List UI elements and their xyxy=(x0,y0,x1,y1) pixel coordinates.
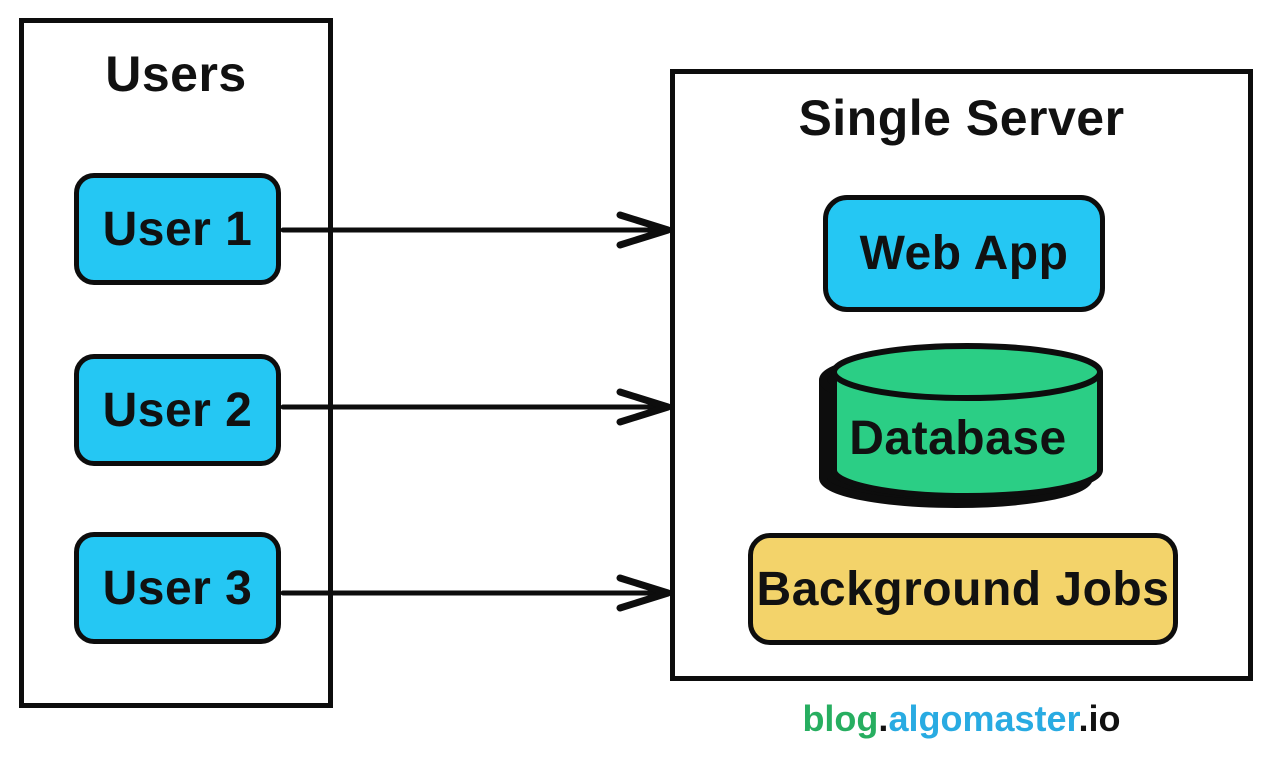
footer-part-dot1: . xyxy=(878,698,889,739)
user-3-label: User 3 xyxy=(102,561,253,615)
footer-wordmark: blog.algomaster.io xyxy=(670,698,1253,740)
footer-part-algomaster: algomaster xyxy=(888,698,1079,739)
single-server-panel-title: Single Server xyxy=(798,90,1125,146)
user-3-node: User 3 xyxy=(74,532,281,644)
user-2-node: User 2 xyxy=(74,354,281,466)
arrow-user2-to-server xyxy=(280,388,672,426)
footer-part-blog: blog xyxy=(802,698,879,739)
user-1-node: User 1 xyxy=(74,173,281,285)
database-label: Database xyxy=(849,411,1067,465)
users-panel-title: Users xyxy=(105,46,247,102)
arrow-user1-to-server xyxy=(280,211,672,249)
web-app-node: Web App xyxy=(823,195,1105,312)
user-2-label: User 2 xyxy=(102,383,253,437)
arrow-user3-to-server xyxy=(280,574,672,612)
background-jobs-label: Background Jobs xyxy=(756,562,1170,616)
footer-part-dot2: . xyxy=(1078,698,1089,739)
database-cylinder-body xyxy=(831,343,1103,499)
database-cylinder xyxy=(819,343,1103,508)
web-app-label: Web App xyxy=(859,227,1069,280)
background-jobs-node: Background Jobs xyxy=(748,533,1178,645)
user-1-label: User 1 xyxy=(102,202,253,256)
footer-part-io: io xyxy=(1088,698,1121,739)
